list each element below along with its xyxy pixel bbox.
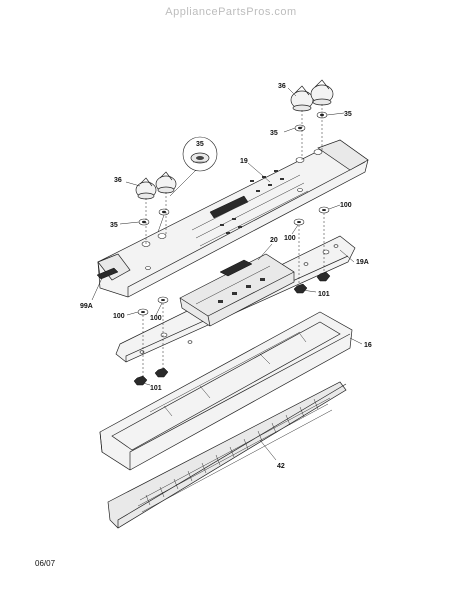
callout-100-d: 100: [150, 315, 162, 322]
spacer-100-b: [293, 218, 305, 226]
callout-16: 16: [364, 342, 372, 349]
date-code: 06/07: [35, 559, 56, 568]
inset-detail-35: [169, 136, 218, 197]
label-99a: [96, 267, 119, 280]
display-window: [209, 195, 249, 219]
washer-35-left: [138, 208, 170, 226]
callout-100-a: 100: [340, 202, 352, 209]
trim-frame-16: [99, 311, 353, 471]
callout-42: 42: [277, 463, 285, 470]
nut-101-left: [133, 367, 169, 386]
knob-36-left-a: [135, 177, 157, 200]
control-panel-19: [97, 139, 369, 298]
control-board-20: [179, 253, 295, 327]
vent-grille-42: [107, 381, 347, 529]
washer-35-right: [294, 111, 328, 132]
nut-101-right: [293, 271, 331, 294]
callout-100-c: 100: [113, 313, 125, 320]
callout-19: 19: [240, 158, 248, 165]
callout-36-left: 36: [114, 177, 122, 184]
callout-20: 20: [270, 237, 278, 244]
callout-101-a: 101: [318, 291, 330, 298]
callout-35-right-2: 35: [344, 111, 352, 118]
callout-35-right: 35: [270, 130, 278, 137]
callout-35-inset: 35: [196, 141, 204, 148]
callout-99a: 99A: [80, 303, 93, 310]
callout-100-b: 100: [284, 235, 296, 242]
knob-36-right-a: [290, 85, 314, 112]
callout-36-right: 36: [278, 83, 286, 90]
callout-101-b: 101: [150, 385, 162, 392]
watermark-text: AppliancePartsPros.com: [165, 6, 296, 18]
spacer-100-a: [318, 206, 330, 214]
callout-19a: 19A: [356, 259, 369, 266]
grille-slots: [137, 397, 333, 513]
knob-36-left-b: [155, 171, 177, 194]
knob-36-right-b: [310, 79, 334, 106]
spacer-100-d: [137, 308, 149, 316]
callout-35-left: 35: [110, 222, 118, 229]
spacer-100-c: [157, 296, 169, 304]
